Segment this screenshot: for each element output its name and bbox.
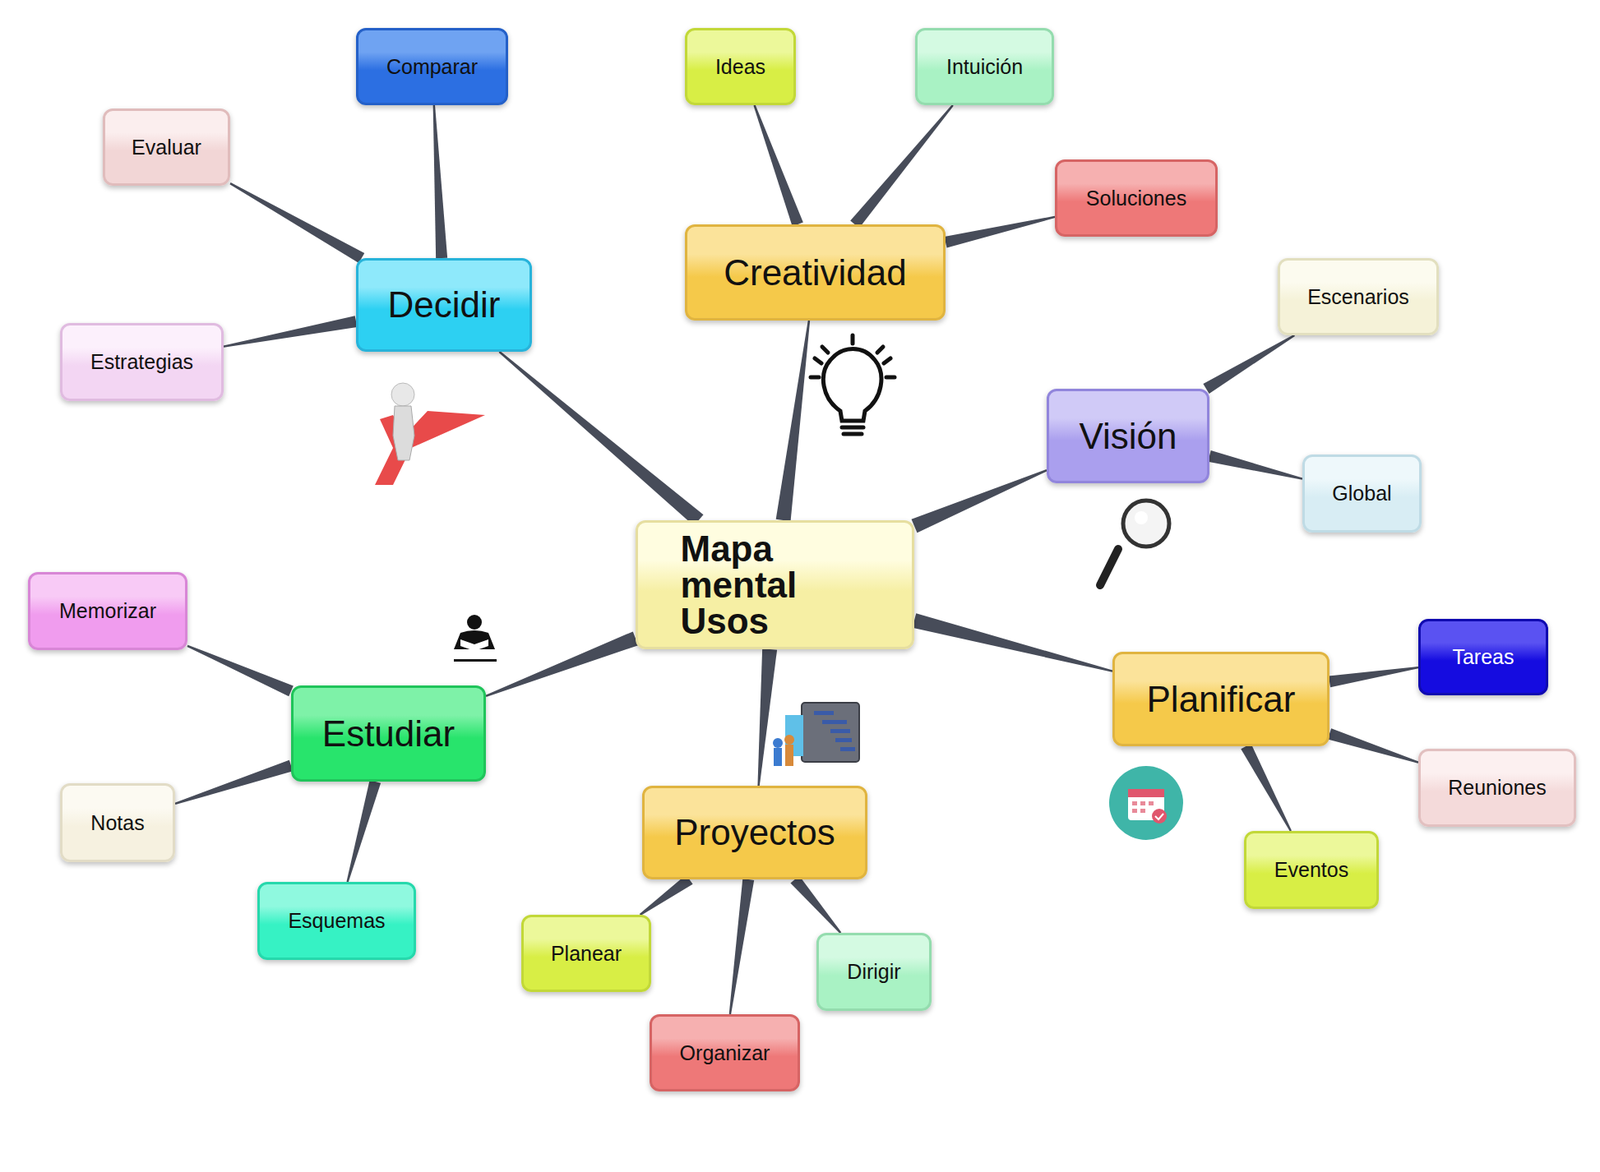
gantt-icon — [772, 702, 860, 767]
connector-shape — [1328, 666, 1419, 688]
lightbulb-icon — [810, 335, 895, 435]
connector-shape — [790, 875, 842, 934]
leaf-box: Global — [1302, 454, 1422, 533]
tapered-connector — [229, 182, 365, 264]
tapered-connector — [729, 878, 754, 1015]
leaf-box: Comparar — [356, 27, 509, 106]
node-label: Soluciones — [1086, 186, 1187, 211]
node-label: Mapa mental Usos — [680, 531, 870, 640]
node-label: Esquemas — [287, 909, 385, 934]
node-label: Dirigir — [846, 960, 901, 985]
connector-shape — [223, 315, 358, 348]
node-label: Notas — [90, 811, 144, 836]
leaf-box: Tareas — [1418, 619, 1549, 696]
tapered-connector — [187, 645, 294, 697]
node-label: Organizar — [679, 1041, 771, 1066]
tapered-connector — [346, 780, 381, 883]
leaf-box: Estrategias — [60, 323, 224, 402]
tapered-connector — [1202, 334, 1295, 394]
node-label: Tareas — [1452, 645, 1514, 670]
tapered-connector — [485, 631, 639, 698]
connector-shape — [911, 469, 1048, 533]
leaf-box: Esquemas — [257, 882, 417, 961]
tapered-connector — [943, 216, 1055, 249]
node-label: Ideas — [715, 55, 766, 79]
connector-shape — [499, 351, 704, 527]
connector-shape — [1327, 728, 1420, 764]
branch-box: Planificar — [1112, 652, 1330, 747]
central-box: Mapa mental Usos — [635, 520, 915, 650]
connector-shape — [753, 105, 803, 227]
connector-shape — [485, 631, 639, 698]
connector-shape — [346, 780, 381, 883]
node-label: Decidir — [388, 284, 501, 326]
connector-shape — [1207, 450, 1303, 481]
leaf-box: Intuición — [915, 27, 1055, 106]
branch-box: Creatividad — [684, 224, 946, 321]
node-label: Estudiar — [322, 713, 455, 755]
connector-shape — [187, 645, 294, 697]
leaf-box: Memorizar — [27, 572, 188, 651]
node-label: Reuniones — [1447, 776, 1547, 800]
tapered-connector — [1328, 666, 1419, 688]
connector-shape — [433, 105, 448, 259]
node-label: Eventos — [1274, 858, 1349, 883]
leaf-box: Eventos — [1243, 831, 1379, 910]
connector-shape — [1202, 334, 1295, 394]
node-label: Planificar — [1146, 679, 1296, 721]
node-label: Escenarios — [1307, 285, 1410, 310]
leaf-box: Dirigir — [816, 933, 932, 1012]
tapered-connector — [499, 351, 704, 527]
node-label: Visión — [1078, 416, 1177, 458]
leaf-box: Ideas — [684, 27, 796, 106]
connector-shape — [912, 613, 1114, 673]
tapered-connector — [175, 760, 294, 805]
connector-shape — [729, 878, 754, 1015]
tapered-connector — [850, 104, 954, 228]
leaf-box: Reuniones — [1418, 749, 1577, 828]
branch-box: Decidir — [356, 258, 532, 352]
leaf-box: Soluciones — [1054, 159, 1218, 237]
branch-box: Proyectos — [642, 786, 868, 880]
leaf-box: Organizar — [649, 1014, 800, 1092]
leaf-box: Escenarios — [1277, 258, 1439, 336]
connector-shape — [776, 320, 810, 522]
node-label: Evaluar — [131, 135, 202, 160]
node-label: Estrategias — [90, 350, 194, 375]
crossroads-figure — [374, 383, 486, 486]
node-label: Creatividad — [723, 252, 907, 294]
magnifier-icon — [1100, 500, 1170, 586]
leaf-box: Planear — [521, 915, 652, 993]
branch-box: Visión — [1046, 388, 1210, 484]
tapered-connector — [639, 874, 694, 916]
node-label: Global — [1331, 481, 1392, 506]
leaf-box: Evaluar — [102, 108, 231, 186]
connector-shape — [639, 874, 694, 916]
tapered-connector — [223, 315, 358, 348]
tapered-connector — [753, 105, 803, 227]
leaf-box: Notas — [60, 783, 176, 863]
tapered-connector — [1327, 728, 1420, 764]
branch-box: Estudiar — [291, 685, 486, 782]
node-label: Memorizar — [59, 599, 157, 624]
node-label: Planear — [550, 942, 622, 967]
connector-shape — [229, 182, 365, 264]
tapered-connector — [790, 875, 842, 934]
tapered-connector — [1207, 450, 1303, 481]
node-label: Intuición — [946, 55, 1023, 79]
connector-shape — [943, 216, 1055, 249]
tapered-connector — [1240, 744, 1292, 833]
node-label: Comparar — [386, 55, 478, 79]
tapered-connector — [433, 105, 448, 259]
calendar-icon — [1109, 766, 1184, 841]
connector-shape — [850, 104, 954, 228]
connector-shape — [175, 760, 294, 805]
node-label: Proyectos — [674, 812, 836, 854]
tapered-connector — [911, 469, 1048, 533]
tapered-connector — [912, 613, 1114, 673]
connector-shape — [1240, 744, 1292, 833]
reader-icon — [453, 615, 497, 662]
tapered-connector — [776, 320, 810, 522]
